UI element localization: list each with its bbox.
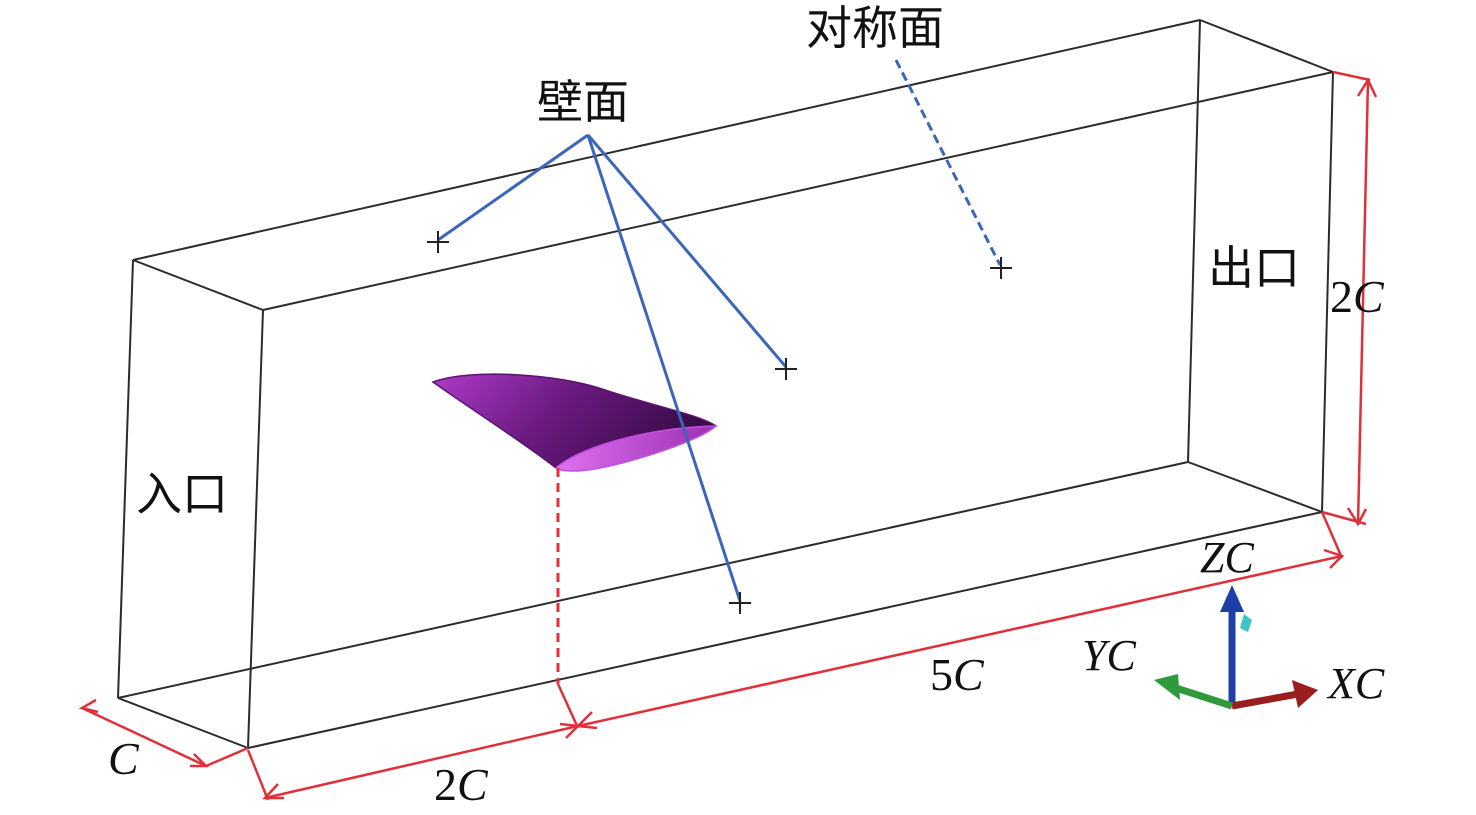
edge-bottom-back xyxy=(117,461,1189,699)
axis-y-head xyxy=(1154,674,1180,700)
edge-outlet-top xyxy=(1199,19,1334,73)
dim-offset-ext-b xyxy=(556,683,580,729)
dim-length-arrow-b xyxy=(1323,548,1345,569)
edge-front-right xyxy=(247,309,264,749)
point-markers xyxy=(427,231,1012,614)
axis-y-label: YC xyxy=(1082,631,1136,680)
axis-x-head xyxy=(1292,680,1318,708)
dim-width-line xyxy=(81,706,207,768)
edge-top-front xyxy=(262,71,1334,311)
dim-height-line xyxy=(1356,79,1370,525)
edge-front-top xyxy=(132,259,264,311)
dim-length-label: 5C xyxy=(930,649,985,700)
point-marker-icon xyxy=(990,257,1012,279)
wall-leader-front xyxy=(586,134,788,368)
wing-body xyxy=(431,373,718,469)
symmetry-leader xyxy=(894,59,1002,266)
axis-x-label: XC xyxy=(1326,659,1385,708)
axis-triad-icon xyxy=(1154,585,1318,710)
dim-offset-ext-a xyxy=(246,749,270,801)
axis-z-label: ZC xyxy=(1200,533,1254,582)
axis-z-head xyxy=(1220,585,1244,612)
wing-surface-icon xyxy=(431,373,719,472)
dim-length-line xyxy=(577,554,1343,728)
dim-offset-label: 2C xyxy=(434,759,489,810)
dimension-lines xyxy=(78,70,1378,801)
axis-x-shaft xyxy=(1231,690,1299,710)
dim-length-ext xyxy=(1320,511,1344,559)
edge-top-back xyxy=(132,19,1201,261)
axis-y-shaft xyxy=(1174,684,1234,710)
wall-leaders xyxy=(437,133,788,602)
inlet-label: 入口 xyxy=(136,467,228,521)
point-marker-icon xyxy=(775,358,797,380)
edge-outlet-left xyxy=(1187,19,1201,463)
dim-offset-line xyxy=(264,724,579,800)
dim-width-arrow-a xyxy=(78,698,99,714)
dim-width-extension xyxy=(205,746,249,768)
dim-width-arrow-b xyxy=(190,753,210,768)
wall-label: 壁面 xyxy=(537,75,629,129)
computational-domain-box xyxy=(117,19,1334,749)
dim-height-arrow-bottom xyxy=(1346,507,1368,527)
axis-z-cap xyxy=(1240,614,1252,632)
dim-length-arrow-a xyxy=(575,711,598,730)
dim-width-label: C xyxy=(108,733,140,784)
dim-offset-arrow-a xyxy=(262,783,284,800)
edge-front-bottom xyxy=(117,697,249,749)
edge-bottom-front xyxy=(247,511,1323,749)
edge-front-left xyxy=(117,259,134,699)
point-marker-icon xyxy=(427,231,449,253)
dim-height-label: 2C xyxy=(1330,271,1385,322)
wall-leader-bottom xyxy=(586,134,742,602)
edge-outlet-right xyxy=(1321,71,1334,513)
dim-height-ext-top xyxy=(1332,70,1371,82)
dim-height-arrow-top xyxy=(1356,77,1378,98)
wall-leader-top xyxy=(437,133,589,242)
point-marker-icon xyxy=(729,592,751,614)
dim-offset-arrow-b xyxy=(559,722,581,739)
symmetry-label: 对称面 xyxy=(806,1,944,55)
wing-tip xyxy=(554,425,719,472)
outlet-label: 出口 xyxy=(1208,241,1300,295)
edge-outlet-bottom xyxy=(1187,461,1323,513)
